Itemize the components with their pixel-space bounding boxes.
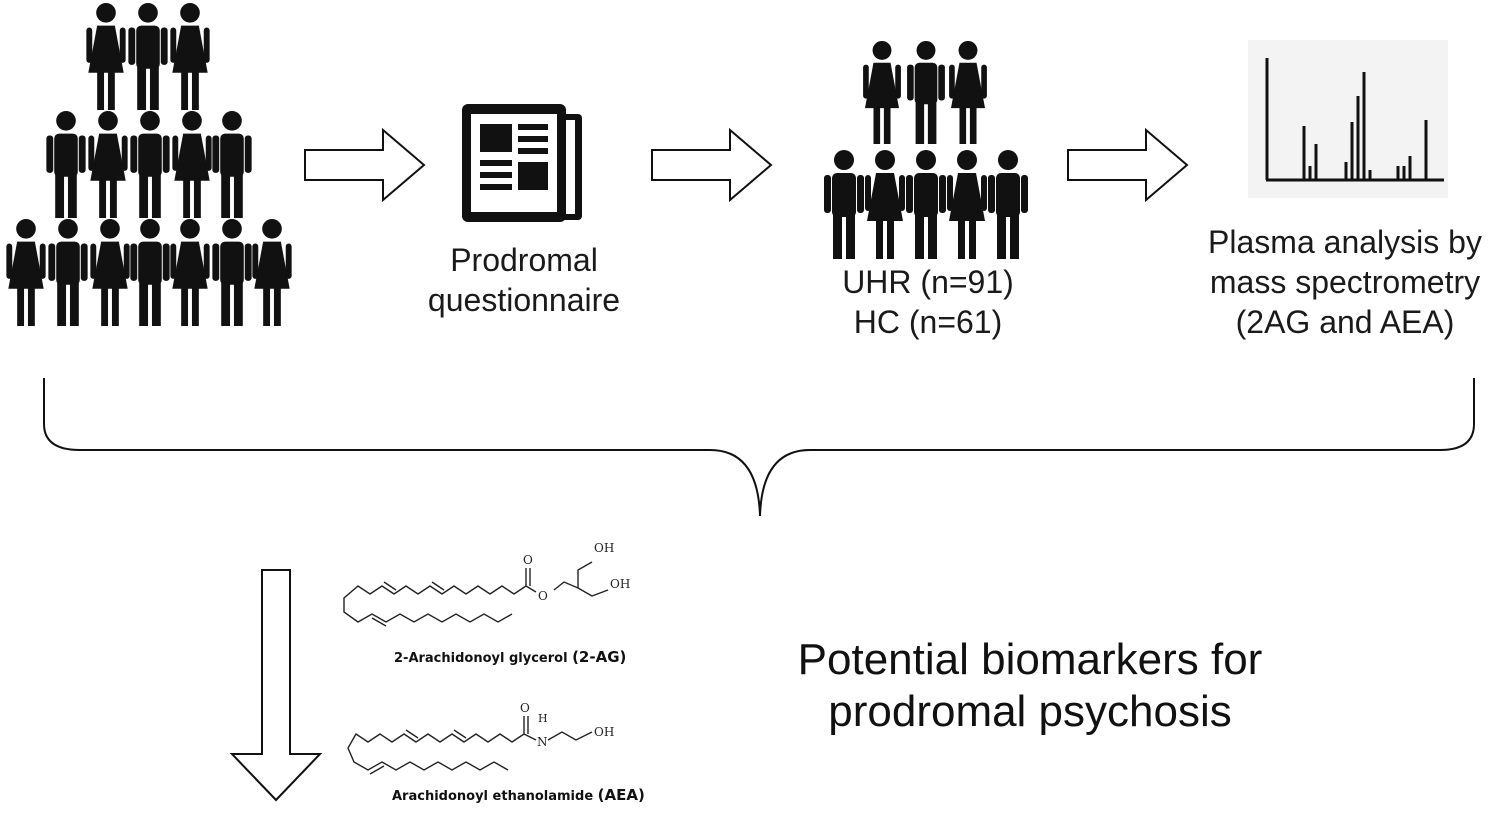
questionnaire-label: Prodromal questionnaire — [402, 240, 646, 320]
newspaper-document-icon — [462, 104, 582, 222]
mass-spectrum-icon — [1248, 40, 1448, 198]
hydroxyl-label-top: OH — [594, 541, 614, 555]
cohort-label-hc: HC (n=61) — [853, 304, 1003, 340]
cohort-label: UHR (n=91) HC (n=61) — [808, 262, 1048, 342]
result-label-line2: prodromal psychosis — [828, 687, 1232, 736]
ester-oxygen-label: O — [538, 589, 548, 603]
hydroxyl-label: OH — [594, 725, 614, 739]
questionnaire-label-line1: Prodromal — [450, 242, 598, 278]
compound-abbr: (AEA) — [597, 786, 645, 804]
result-label-line1: Potential biomarkers for — [797, 635, 1263, 684]
analysis-label-line3: (2AG and AEA) — [1235, 304, 1455, 340]
aea-structure: O H N OH — [347, 701, 614, 775]
amide-oxygen-label: O — [520, 701, 530, 715]
amide-hydrogen-label: H — [538, 712, 548, 725]
cohort-label-uhr: UHR (n=91) — [842, 264, 1014, 300]
compound-name-aea: Arachidonoyl ethanolamide (AEA) — [392, 786, 645, 804]
right-arrow-icon — [1067, 128, 1189, 202]
down-arrow-icon — [229, 569, 323, 802]
summary-brace — [43, 378, 1475, 517]
carbonyl-oxygen-label: O — [523, 553, 533, 567]
analysis-label-line1: Plasma analysis by — [1208, 224, 1482, 260]
hydroxyl-label-bottom: OH — [610, 577, 630, 591]
questionnaire-label-line2: questionnaire — [427, 282, 621, 318]
analysis-label-line2: mass spectrometry — [1209, 264, 1481, 300]
right-arrow-icon — [651, 128, 773, 202]
analysis-label: Plasma analysis by mass spectrometry (2A… — [1190, 222, 1500, 342]
result-label: Potential biomarkers for prodromal psych… — [760, 634, 1300, 738]
2ag-structure: O O OH OH — [343, 541, 630, 627]
compound-name: 2-Arachidonoyl glycerol — [394, 651, 568, 666]
compound-name-2ag: 2-Arachidonoyl glycerol (2-AG) — [394, 648, 626, 666]
amide-nitrogen-label: N — [537, 735, 548, 749]
compound-abbr: (2-AG) — [572, 648, 627, 666]
people-group-icon — [824, 40, 1028, 259]
right-arrow-icon — [304, 128, 426, 202]
people-crowd-icon — [6, 2, 292, 326]
compound-name: Arachidonoyl ethanolamide — [392, 789, 594, 804]
